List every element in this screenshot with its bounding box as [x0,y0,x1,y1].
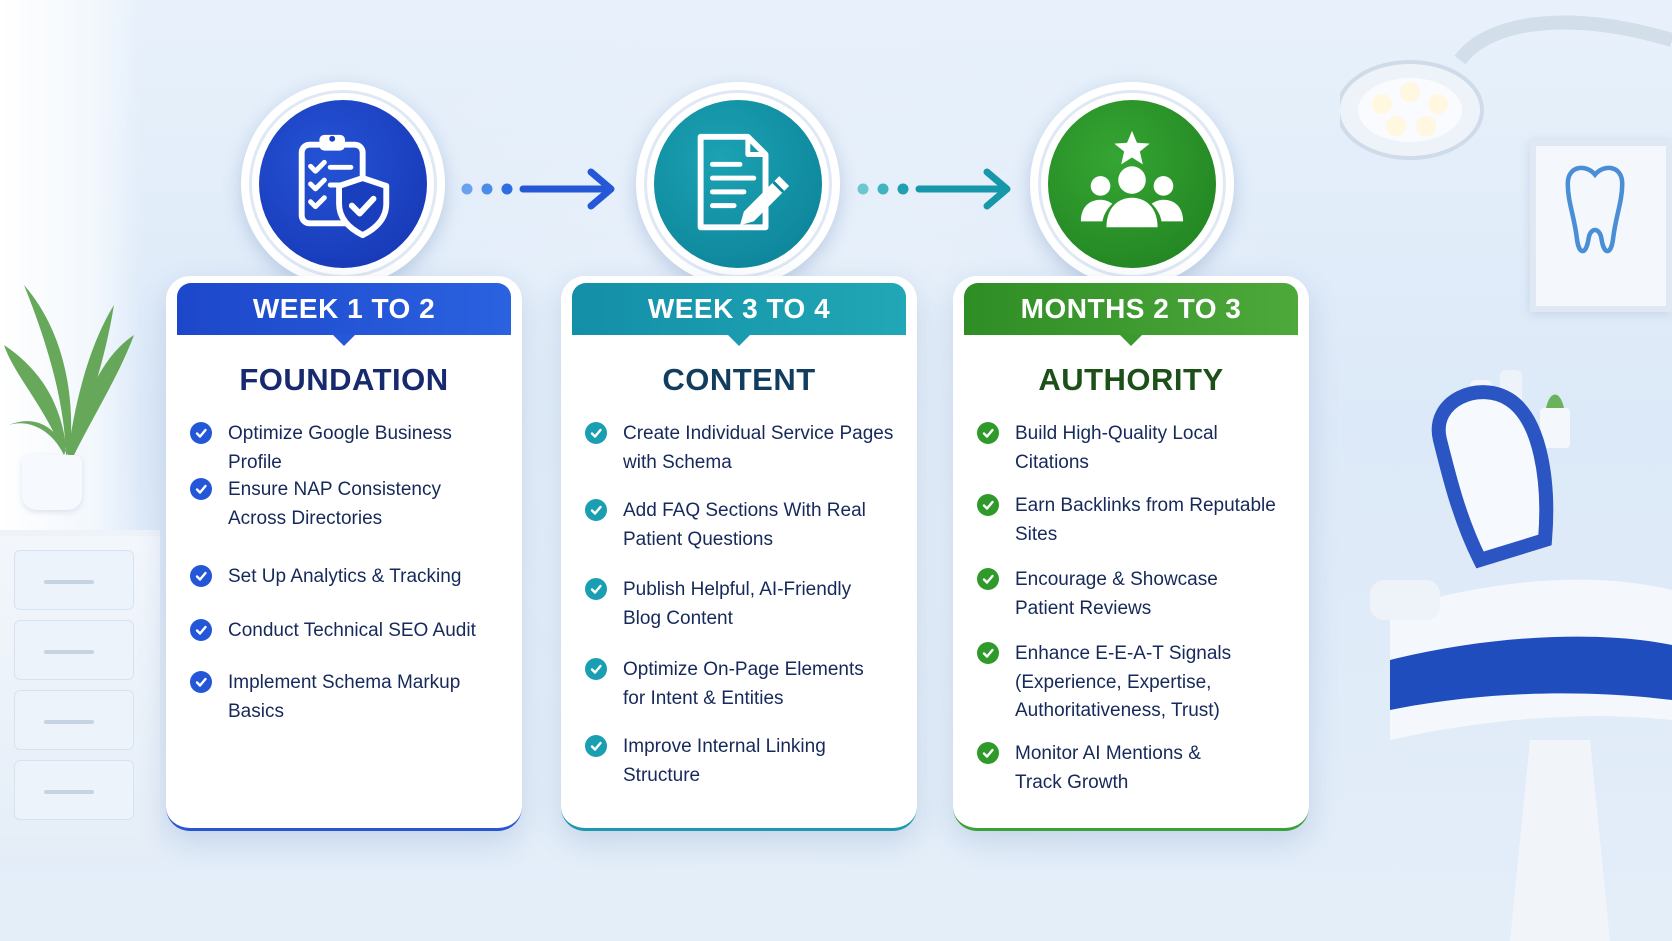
progress-arrow-2 [857,168,1011,210]
foundation-card: WEEK 1 TO 2 FOUNDATION Optimize Google B… [166,276,522,831]
checklist-item-text: Ensure NAP Consistency Across Directorie… [228,479,441,529]
check-icon [190,565,212,587]
checklist-item-text: Improve Internal Linking Structure [623,736,826,786]
dental-chair [1370,385,1672,941]
card-title: FOUNDATION [239,362,449,397]
check-icon [977,642,999,664]
checklist-item: Add FAQ Sections With Real Patient Quest… [585,497,903,554]
checklist-item-text: Publish Helpful, AI-Friendly Blog Conten… [623,579,852,629]
card-title: CONTENT [662,362,816,397]
checklist-item-text: Optimize On-Page Elements for Intent & E… [623,659,864,709]
checklist-item-text: Build High-Quality Local Citations [1015,423,1218,473]
checklist-item: Ensure NAP Consistency Across Directorie… [190,476,508,533]
checklist-item: Monitor AI Mentions & Track Growth [977,740,1295,797]
check-icon [190,619,212,641]
clipboard-shield-icon [298,134,390,239]
card-period-banner: WEEK 1 TO 2 [177,283,511,346]
authority-icon-disc [1048,100,1216,268]
plant-decoration [4,285,134,455]
check-icon [977,568,999,590]
content-icon-badge [636,82,840,286]
cabinet [0,530,160,866]
checklist-item-text: Conduct Technical SEO Audit [228,620,476,641]
authority-icon-badge [1030,82,1234,286]
cabinet-drawer [14,620,134,680]
checklist-item: Optimize Google Business Profile [190,420,508,477]
checklist-item: Conduct Technical SEO Audit [190,617,508,646]
card-period-banner: WEEK 3 TO 4 [572,283,906,346]
checklist-item-text: Add FAQ Sections With Real Patient Quest… [623,500,866,550]
foundation-icon-badge [241,82,445,286]
foundation-icon-disc [259,100,427,268]
checklist-item-text: Implement Schema Markup Basics [228,672,461,722]
plant-pot [22,455,82,510]
check-icon [585,658,607,680]
authority-card: MONTHS 2 TO 3 AUTHORITY Build High-Quali… [953,276,1309,831]
check-icon [585,578,607,600]
cabinet-drawer [14,760,134,820]
checklist-item-text: Create Individual Service Pages with Sch… [623,423,894,473]
check-icon [190,422,212,444]
tooth-icon [1565,165,1625,254]
check-icon [585,422,607,444]
document-pen-icon [697,133,790,231]
checklist-item: Set Up Analytics & Tracking [190,563,508,592]
dental-lamp [1340,15,1672,160]
cabinet-drawer [14,550,134,610]
cabinet-drawer [14,690,134,750]
checklist-item: Implement Schema Markup Basics [190,669,508,726]
content-icon-disc [654,100,822,268]
card-period-banner: MONTHS 2 TO 3 [964,283,1298,346]
check-icon [585,499,607,521]
checklist-item-text: Monitor AI Mentions & Track Growth [1015,743,1201,793]
checklist-item: Enhance E-E-A-T Signals (Experience, Exp… [977,640,1295,726]
checklist-item: Optimize On-Page Elements for Intent & E… [585,656,903,713]
checklist-item-text: Optimize Google Business Profile [228,423,452,473]
group-star-icon [1080,130,1184,228]
checklist-item-text: Set Up Analytics & Tracking [228,566,462,587]
checklist-item: Improve Internal Linking Structure [585,733,903,790]
check-icon [977,742,999,764]
tooth-poster [1530,140,1672,312]
checklist-item: Earn Backlinks from Reputable Sites [977,492,1295,549]
check-icon [190,478,212,500]
check-icon [977,422,999,444]
checklist-item-text: Earn Backlinks from Reputable Sites [1015,495,1276,545]
checklist-item: Publish Helpful, AI-Friendly Blog Conten… [585,576,903,633]
content-card: WEEK 3 TO 4 CONTENT Create Individual Se… [561,276,917,831]
checklist-item: Create Individual Service Pages with Sch… [585,420,903,477]
check-icon [190,671,212,693]
checklist-item: Build High-Quality Local Citations [977,420,1295,477]
card-title: AUTHORITY [1038,362,1224,397]
checklist-item-text: Encourage & Showcase Patient Reviews [1015,569,1218,619]
progress-arrow-1 [461,168,615,210]
check-icon [977,494,999,516]
checklist-item: Encourage & Showcase Patient Reviews [977,566,1295,623]
checklist-item-text: Enhance E-E-A-T Signals (Experience, Exp… [1015,643,1232,721]
check-icon [585,735,607,757]
